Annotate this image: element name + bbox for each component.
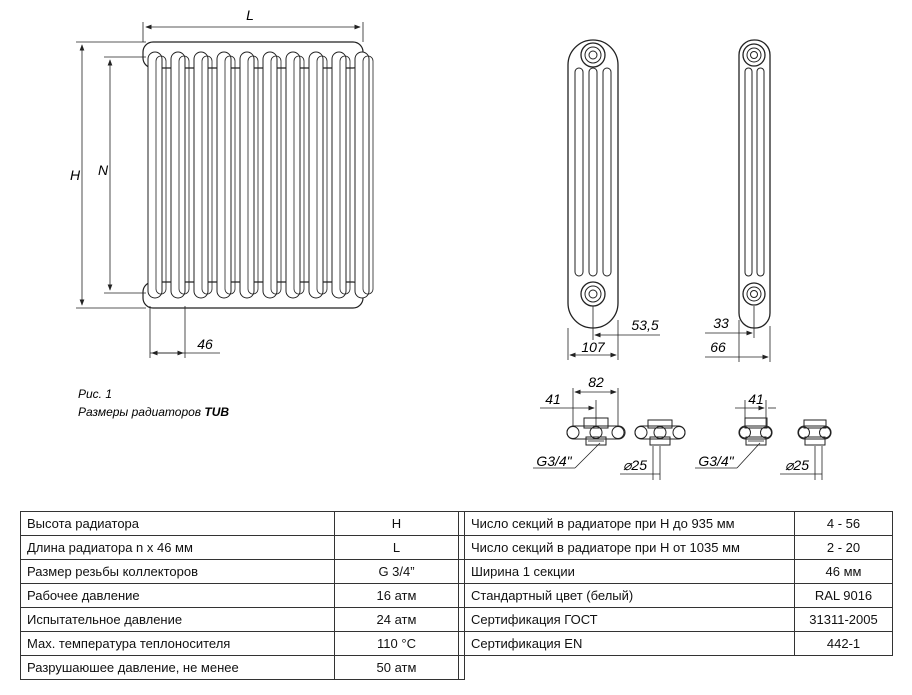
radiator-tube-back bbox=[270, 55, 282, 295]
radiator-tube-back bbox=[316, 55, 328, 295]
spec-left-value: G 3/4” bbox=[334, 559, 459, 584]
spec-left-value: H bbox=[334, 511, 459, 536]
caption-line2: Размеры радиаторов TUB bbox=[78, 405, 229, 419]
dim-L: L bbox=[246, 7, 254, 23]
spec-right-value: 4 - 56 bbox=[794, 511, 893, 536]
dim-dia3: ⌀25 bbox=[623, 457, 647, 473]
radiator-tube bbox=[262, 51, 278, 299]
spec-left-param: Мах. температура теплоносителя bbox=[20, 631, 335, 656]
radiator-tube-back bbox=[224, 55, 236, 295]
spec-right-value: 31311-2005 bbox=[794, 607, 893, 632]
connection-detail-2-column: 41 G3/4" ⌀25 bbox=[695, 391, 832, 480]
spec-left-param: Разрушаюшее давление, не менее bbox=[20, 655, 335, 680]
dim-axis3: 53,5 bbox=[631, 317, 658, 333]
radiator-tube-back bbox=[293, 55, 305, 295]
radiator-tube-back bbox=[362, 55, 374, 295]
spec-right-param: Число секций в радиаторе при H до 935 мм bbox=[464, 511, 795, 536]
radiator-tube bbox=[239, 51, 255, 299]
spec-right-value: 2 - 20 bbox=[794, 535, 893, 560]
dim-depth3: 107 bbox=[581, 339, 606, 355]
spec-left-param: Испытательное давление bbox=[20, 607, 335, 632]
dim-H: H bbox=[70, 167, 81, 183]
radiator-drawing: L H N 46 Рис. 1 Размеры радиаторов TUB bbox=[70, 7, 832, 480]
connection-detail-3-column: 82 41 G3/4" ⌀25 bbox=[533, 374, 686, 480]
caption-line1: Рис. 1 bbox=[78, 387, 112, 401]
side-view-2-column: 33 66 bbox=[705, 39, 771, 362]
spec-right-param: Число секций в радиаторе при H от 1035 м… bbox=[464, 535, 795, 560]
spec-left-param: Высота радиатора bbox=[20, 511, 335, 536]
spec-right-param: Сертификация EN bbox=[464, 631, 795, 656]
spec-left-param: Длина радиатора n x 46 мм bbox=[20, 535, 335, 560]
radiator-tube bbox=[331, 51, 347, 299]
dim-conn2-inner: 41 bbox=[748, 391, 764, 407]
side-view-3-column: 53,5 107 bbox=[567, 39, 660, 360]
radiator-tube bbox=[170, 51, 186, 299]
radiator-tube-back bbox=[178, 55, 190, 295]
spec-left-value: 50 атм bbox=[334, 655, 459, 680]
dim-section: 46 bbox=[197, 336, 213, 352]
radiator-tube-back bbox=[201, 55, 213, 295]
radiator-tube bbox=[285, 51, 301, 299]
radiator-tube bbox=[193, 51, 209, 299]
radiator-tube-back bbox=[155, 55, 167, 295]
dim-thread3: G3/4" bbox=[536, 453, 572, 469]
dim-conn3-outer: 82 bbox=[588, 374, 604, 390]
radiator-tube bbox=[308, 51, 324, 299]
dim-thread2: G3/4" bbox=[698, 453, 734, 469]
spec-right-param: Стандартный цвет (белый) bbox=[464, 583, 795, 608]
spec-left-value: 16 атм bbox=[334, 583, 459, 608]
spec-left-value: L bbox=[334, 535, 459, 560]
spec-empty bbox=[795, 656, 893, 680]
radiator-tubes bbox=[147, 51, 374, 299]
dim-N: N bbox=[98, 162, 109, 178]
dim-dia2: ⌀25 bbox=[785, 457, 809, 473]
spec-right-value: 442-1 bbox=[794, 631, 893, 656]
spec-right-param: Сертификация ГОСТ bbox=[464, 607, 795, 632]
dim-axis2: 33 bbox=[713, 315, 729, 331]
spec-left-value: 110 °С bbox=[334, 631, 459, 656]
spec-left-param: Рабочее давление bbox=[20, 583, 335, 608]
radiator-tube-back bbox=[339, 55, 351, 295]
radiator-tube bbox=[354, 51, 370, 299]
spec-gap bbox=[458, 655, 465, 680]
dim-depth2: 66 bbox=[710, 339, 726, 355]
spec-left-value: 24 атм bbox=[334, 607, 459, 632]
spec-right-value: RAL 9016 bbox=[794, 583, 893, 608]
spec-right-param: Ширина 1 секции bbox=[464, 559, 795, 584]
spec-left-param: Размер резьбы коллекторов bbox=[20, 559, 335, 584]
radiator-tube bbox=[216, 51, 232, 299]
front-view: L H N 46 bbox=[70, 7, 374, 358]
spec-empty bbox=[465, 656, 795, 680]
spec-right-value: 46 мм bbox=[794, 559, 893, 584]
dim-conn3-inner: 41 bbox=[545, 391, 561, 407]
radiator-tube-back bbox=[247, 55, 259, 295]
radiator-tube bbox=[147, 51, 163, 299]
